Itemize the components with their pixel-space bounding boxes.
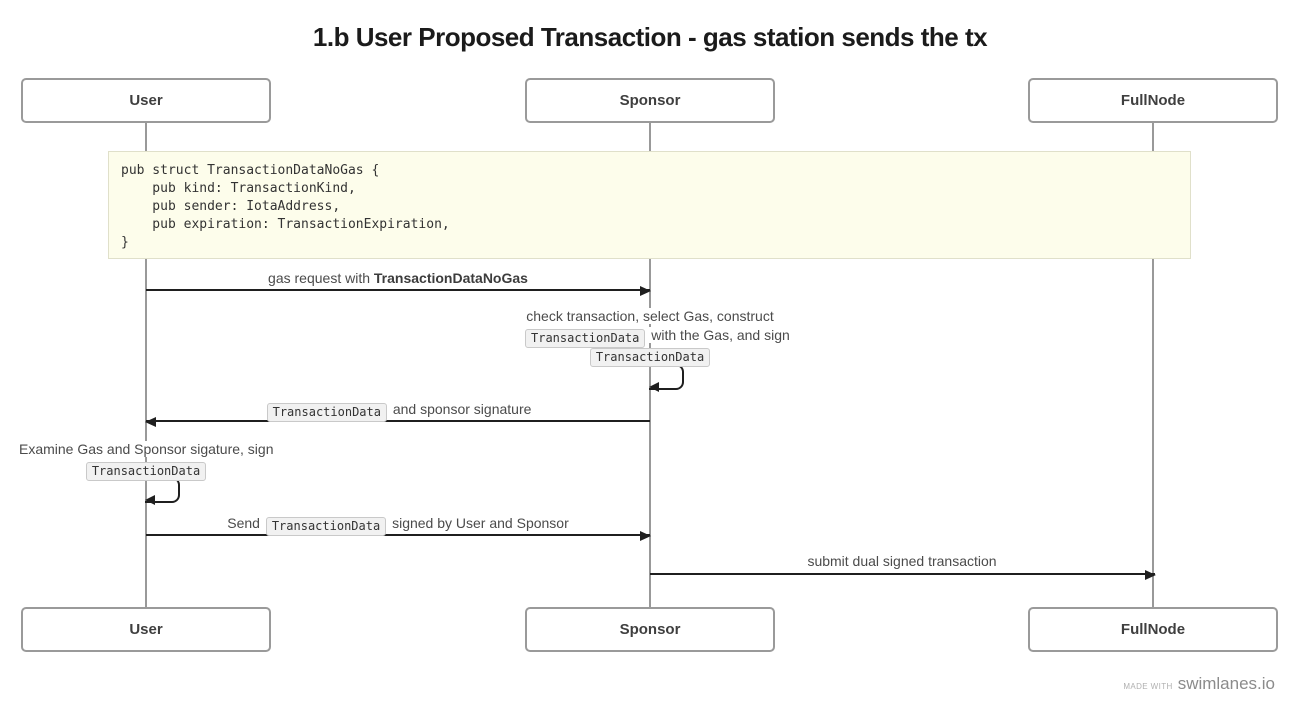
swimlanes-brand-link[interactable]: swimlanes.io — [1177, 674, 1275, 693]
actor-box-sponsor-top: Sponsor — [525, 78, 775, 123]
actor-box-user-top: User — [21, 78, 271, 123]
actor-box-fullnode-top: FullNode — [1028, 78, 1278, 123]
code-line: pub struct TransactionDataNoGas { — [121, 163, 380, 178]
code-chip: TransactionData — [525, 329, 646, 348]
code-line: pub kind: TransactionKind, — [121, 181, 356, 196]
message-submit-arrow — [650, 570, 1156, 580]
code-chip: TransactionData — [589, 348, 711, 367]
user-action-note: Examine Gas and Sponsor sigature, sign T… — [16, 440, 277, 481]
message-gas-request-arrow — [146, 286, 651, 296]
message-gas-request-bold: TransactionDataNoGas — [373, 270, 528, 286]
sponsor-action-note: check transaction, select Gas, construct… — [520, 307, 793, 367]
code-chip: TransactionData — [266, 403, 387, 422]
actor-box-fullnode-bottom: FullNode — [1028, 607, 1278, 652]
message-gas-request-label: gas request with TransactionDataNoGas — [268, 270, 528, 286]
actor-label-user: User — [129, 92, 163, 109]
code-chip: TransactionData — [85, 462, 207, 481]
code-chip: TransactionData — [265, 517, 387, 536]
actor-label-fullnode: FullNode — [1120, 92, 1186, 109]
code-line: pub expiration: TransactionExpiration, — [121, 217, 450, 232]
actor-label-fullnode: FullNode — [1120, 621, 1186, 638]
diagram-title: 1.b User Proposed Transaction - gas stat… — [312, 22, 988, 52]
message-return-label: TransactionData and sponsor signature — [148, 400, 648, 422]
actor-label-user: User — [129, 621, 163, 638]
lifeline-fullnode — [1152, 123, 1154, 607]
code-line: pub sender: IotaAddress, — [121, 199, 341, 214]
footer: MADE WITH swimlanes.io — [1123, 674, 1275, 694]
actor-box-user-bottom: User — [21, 607, 271, 652]
message-return-arrow — [145, 417, 650, 427]
lifeline-user — [145, 123, 147, 607]
actor-box-sponsor-bottom: Sponsor — [525, 607, 775, 652]
actor-label-sponsor: Sponsor — [619, 92, 681, 109]
self-loop-sponsor — [649, 364, 684, 392]
made-with-label: MADE WITH — [1123, 682, 1173, 691]
message-submit-label: submit dual signed transaction — [807, 553, 997, 569]
code-note: pub struct TransactionDataNoGas { pub ki… — [108, 151, 1191, 259]
message-send-label: Send TransactionData signed by User and … — [148, 514, 648, 536]
actor-label-sponsor: Sponsor — [619, 621, 681, 638]
code-line: } — [121, 235, 129, 250]
message-send-arrow — [146, 531, 651, 541]
